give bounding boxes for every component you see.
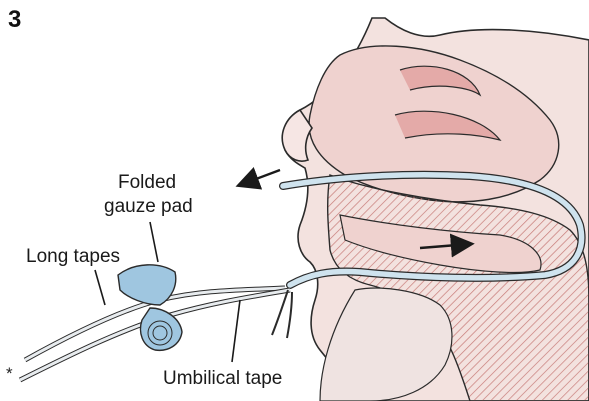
long-tapes-leader [95,270,105,305]
tape-end-2 [287,292,292,338]
label-folded: Folded [118,172,176,194]
label-gauze-pad: gauze pad [104,196,193,218]
label-umbilical-tape: Umbilical tape [163,368,282,390]
gauze-leader [150,222,158,262]
asterisk-marker: * [6,364,13,384]
umbilical-leader [232,300,240,362]
label-long-tapes: Long tapes [26,246,120,268]
step-number: 3 [8,6,21,34]
tape-end-1 [272,290,288,335]
gauze-pad-top [118,265,176,305]
withdraw-arrow [240,170,280,185]
